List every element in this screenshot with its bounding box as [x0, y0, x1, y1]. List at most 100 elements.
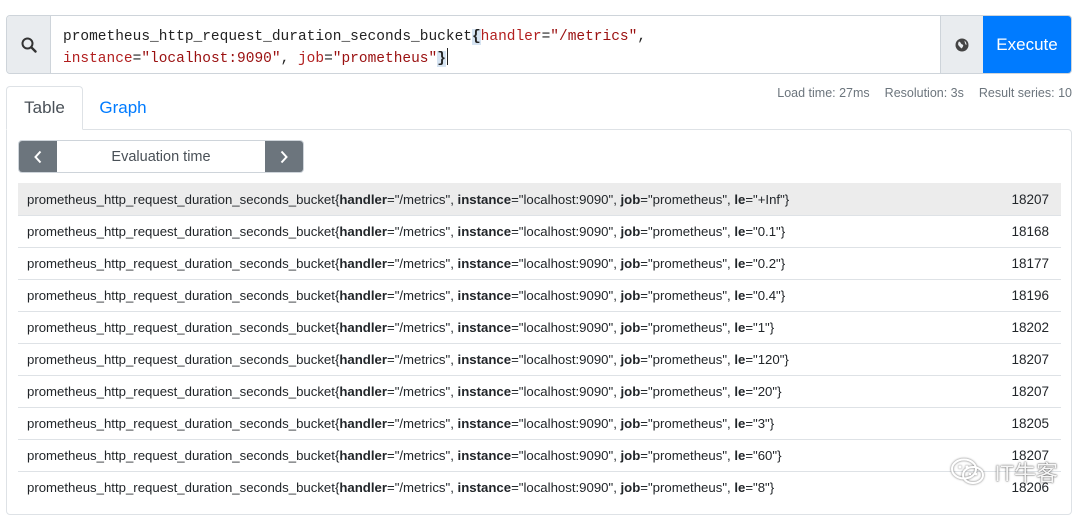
label-name: instance — [457, 256, 512, 271]
query-metric: prometheus_http_request_duration_seconds… — [63, 29, 472, 45]
series-labels: prometheus_http_request_duration_seconds… — [27, 288, 785, 303]
label-name: handler — [339, 288, 387, 303]
wechat-icon — [951, 458, 985, 484]
label-value: "0.4" — [753, 288, 781, 303]
syntax: = — [745, 256, 754, 271]
syntax: = — [511, 448, 519, 463]
syntax: , — [727, 320, 735, 335]
evaluation-time-input[interactable]: Evaluation time — [57, 141, 265, 172]
syntax: = — [386, 224, 395, 239]
query-label-value: "prometheus" — [332, 51, 438, 67]
syntax: = — [745, 448, 754, 463]
series-metric: prometheus_http_request_duration_seconds… — [27, 288, 335, 303]
label-name: handler — [339, 384, 387, 399]
table-row: prometheus_http_request_duration_seconds… — [18, 279, 1061, 311]
syntax: , — [613, 320, 621, 335]
label-value: "localhost:9090" — [518, 352, 614, 367]
label-value: "prometheus" — [648, 480, 728, 495]
syntax: { — [334, 191, 340, 207]
syntax: } — [784, 191, 790, 207]
label-value: "3" — [753, 416, 770, 431]
syntax: = — [640, 416, 648, 431]
label-value: "localhost:9090" — [518, 480, 614, 495]
label-name: job — [620, 288, 641, 303]
tab-table[interactable]: Table — [6, 86, 83, 130]
series-labels: prometheus_http_request_duration_seconds… — [27, 448, 781, 463]
label-value: "/metrics" — [394, 191, 451, 207]
label-name: le — [734, 416, 746, 431]
syntax: , — [727, 256, 735, 271]
syntax: = — [386, 288, 395, 303]
series-metric: prometheus_http_request_duration_seconds… — [27, 256, 335, 271]
metrics-explorer-button[interactable] — [940, 16, 983, 73]
syntax: = — [386, 416, 395, 431]
label-value: "prometheus" — [648, 352, 728, 367]
search-icon — [7, 16, 51, 73]
syntax: , — [613, 191, 621, 207]
equals-op: = — [541, 29, 551, 45]
series-value: 18207 — [1011, 384, 1049, 399]
syntax: = — [511, 288, 519, 303]
text-caret — [446, 48, 448, 65]
label-name: job — [620, 352, 641, 367]
syntax: , — [727, 288, 735, 303]
table-row: prometheus_http_request_duration_seconds… — [18, 439, 1061, 471]
syntax: , — [450, 416, 458, 431]
label-value: "localhost:9090" — [518, 384, 614, 399]
syntax: = — [640, 352, 648, 367]
label-value: "prometheus" — [648, 416, 728, 431]
panel-tabs: Table Graph — [6, 86, 163, 130]
syntax: = — [640, 288, 648, 303]
label-name: le — [734, 224, 746, 239]
series-metric: prometheus_http_request_duration_seconds… — [27, 352, 335, 367]
next-time-button[interactable] — [265, 141, 303, 172]
series-value: 18206 — [1011, 480, 1049, 495]
chevron-left-icon — [34, 150, 42, 163]
syntax: = — [386, 256, 395, 271]
syntax: = — [640, 384, 648, 399]
syntax: = — [745, 352, 754, 367]
label-value: "localhost:9090" — [518, 320, 614, 335]
close-brace: } — [437, 51, 446, 67]
label-name: handler — [339, 416, 387, 431]
label-name: instance — [457, 320, 512, 335]
series-labels: prometheus_http_request_duration_seconds… — [27, 256, 785, 271]
series-labels: prometheus_http_request_duration_seconds… — [27, 320, 774, 335]
tab-graph[interactable]: Graph — [99, 98, 147, 117]
syntax: , — [727, 352, 735, 367]
syntax: = — [511, 224, 519, 239]
evaluation-time-picker: Evaluation time — [18, 140, 304, 173]
series-labels: prometheus_http_request_duration_seconds… — [27, 384, 781, 399]
label-value: "prometheus" — [648, 256, 728, 271]
table-row: prometheus_http_request_duration_seconds… — [18, 247, 1061, 279]
syntax: { — [334, 288, 340, 303]
label-name: le — [734, 480, 746, 495]
chevron-right-icon — [280, 150, 288, 163]
label-name: handler — [339, 224, 387, 239]
table-row: prometheus_http_request_duration_seconds… — [18, 407, 1061, 439]
label-name: instance — [457, 416, 512, 431]
label-value: "/metrics" — [394, 352, 451, 367]
label-name: job — [620, 256, 641, 271]
syntax: , — [613, 256, 621, 271]
syntax: = — [386, 320, 395, 335]
syntax: } — [769, 480, 775, 495]
equals-op: = — [132, 51, 142, 67]
label-name: job — [620, 448, 641, 463]
syntax: = — [511, 320, 519, 335]
label-name: job — [620, 384, 641, 399]
label-name: handler — [339, 191, 387, 207]
label-value: "1" — [753, 320, 770, 335]
syntax: , — [450, 352, 458, 367]
label-value: "20" — [753, 384, 778, 399]
query-label-value: "/metrics" — [550, 29, 638, 45]
syntax: = — [745, 191, 754, 207]
label-value: "prometheus" — [648, 224, 728, 239]
series-metric: prometheus_http_request_duration_seconds… — [27, 480, 335, 495]
series-metric: prometheus_http_request_duration_seconds… — [27, 191, 335, 207]
syntax: = — [386, 448, 395, 463]
expression-input[interactable]: prometheus_http_request_duration_seconds… — [51, 16, 940, 73]
execute-button[interactable]: Execute — [983, 16, 1071, 73]
prev-time-button[interactable] — [19, 141, 57, 172]
label-value: "prometheus" — [648, 384, 728, 399]
